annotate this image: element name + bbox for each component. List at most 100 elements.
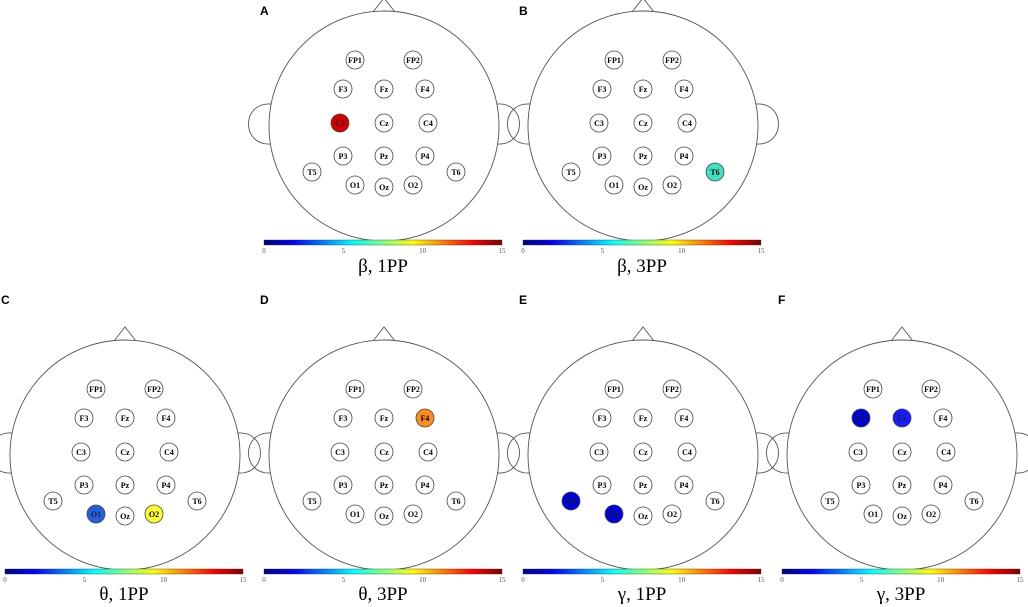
electrode-marker: [415, 146, 435, 166]
electrode-oz: Oz: [374, 506, 394, 526]
electrode-label: P3: [598, 481, 607, 490]
electrode-label: F3: [598, 414, 607, 423]
electrode-marker: [633, 177, 653, 197]
electrode-label: T5: [307, 497, 316, 506]
electrode-label: Cz: [379, 448, 389, 457]
electrode-label: O1: [350, 510, 360, 519]
electrode-pz: Pz: [374, 475, 394, 495]
colorbar-tick-label: 10: [419, 576, 427, 584]
electrode-label: F4: [421, 85, 430, 94]
electrode-marker: [374, 146, 394, 166]
electrode-fp2: FP2: [662, 379, 682, 399]
left-ear: [0, 432, 13, 474]
right-ear: [755, 432, 779, 474]
electrode-c4: C4: [677, 113, 697, 133]
colorbar-tick-label: 5: [83, 576, 87, 584]
electrode-p3: P3: [74, 475, 94, 495]
electrode-marker: [633, 146, 653, 166]
electrode-marker: [74, 475, 94, 495]
electrode-label: O1: [609, 510, 619, 519]
electrode-label: FP2: [147, 385, 161, 394]
electrode-marker: [662, 50, 682, 70]
electrode-marker: [921, 504, 941, 524]
electrode-label: P3: [857, 481, 866, 490]
colorbar-tick-label: 15: [758, 576, 766, 584]
electrode-oz: Oz: [633, 506, 653, 526]
electrode-fp1: FP1: [86, 379, 106, 399]
electrode-fp1: FP1: [863, 379, 883, 399]
left-ear: [507, 103, 531, 145]
electrode-marker: [936, 442, 956, 462]
panel-caption: θ, 1PP: [99, 584, 148, 605]
electrode-f3: F3: [333, 79, 353, 99]
electrode-pz: Pz: [374, 146, 394, 166]
electrode-t6: T6: [964, 491, 984, 511]
electrode-o1: O1: [345, 504, 365, 524]
electrode-marker: [633, 442, 653, 462]
electrode-label: Pz: [380, 481, 389, 490]
electrode-marker: [302, 162, 322, 182]
electrode-label: Oz: [638, 512, 648, 521]
electrode-label: P3: [339, 481, 348, 490]
electrode-marker: [446, 491, 466, 511]
electrode-label: P4: [680, 152, 689, 161]
electrode-o1: O1: [345, 175, 365, 195]
left-ear: [766, 432, 790, 474]
electrode-marker: [921, 379, 941, 399]
electrode-label: C3: [594, 119, 604, 128]
electrode-t6: T6: [446, 491, 466, 511]
electrode-label: Cz: [638, 119, 648, 128]
electrode-label: Cz: [120, 448, 130, 457]
electrode-label: O2: [667, 510, 677, 519]
electrode-t6: T6: [705, 491, 725, 511]
electrode-label: F4: [421, 414, 430, 423]
electrode-label: Oz: [379, 512, 389, 521]
right-ear: [496, 103, 520, 145]
electrode-label: FP1: [89, 385, 103, 394]
electrode-oz: Oz: [892, 506, 912, 526]
electrode-t6: T6: [187, 491, 207, 511]
electrode-label: Fz: [898, 414, 907, 423]
electrode-marker: [674, 146, 694, 166]
electrode-marker: [374, 442, 394, 462]
electrode-c3: C3: [589, 442, 609, 462]
electrode-marker: [592, 475, 612, 495]
electrode-o1: O1: [863, 504, 883, 524]
electrode-marker: [415, 475, 435, 495]
electrode-marker: [674, 79, 694, 99]
electrode-label: O2: [408, 510, 418, 519]
electrode-marker: [892, 475, 912, 495]
panel-caption: γ, 1PP: [617, 584, 667, 605]
electrode-marker: [86, 379, 106, 399]
electrode-label: Oz: [379, 183, 389, 192]
electrode-label: FP1: [348, 56, 362, 65]
electrode-t5: T5: [561, 162, 581, 182]
panel-caption: θ, 3PP: [358, 584, 407, 605]
electrode-label: T5: [825, 497, 834, 506]
electrode-label: P4: [939, 481, 948, 490]
electrode-p4: P4: [415, 146, 435, 166]
right-ear: [237, 432, 261, 474]
electrode-label: T5: [48, 497, 57, 506]
electrode-marker: [115, 442, 135, 462]
electrode-marker: [418, 442, 438, 462]
colorbar-gradient: [522, 568, 762, 575]
electrode-marker: [446, 162, 466, 182]
electrode-o2: O2: [144, 504, 164, 524]
electrode-marker: [633, 408, 653, 428]
panel-caption: β, 1PP: [358, 256, 408, 277]
electrode-label: C4: [164, 448, 174, 457]
electrode-o2: O2: [662, 504, 682, 524]
electrode-marker: [86, 504, 106, 524]
electrode-f3: F3: [592, 408, 612, 428]
panel-letter: B: [519, 4, 528, 18]
right-ear: [496, 432, 520, 474]
electrode-marker: [302, 491, 322, 511]
left-ear: [248, 103, 272, 145]
colorbar-tick-label: 0: [262, 576, 266, 584]
electrode-pz: Pz: [892, 475, 912, 495]
electrode-fp2: FP2: [662, 50, 682, 70]
electrode-marker: [345, 50, 365, 70]
